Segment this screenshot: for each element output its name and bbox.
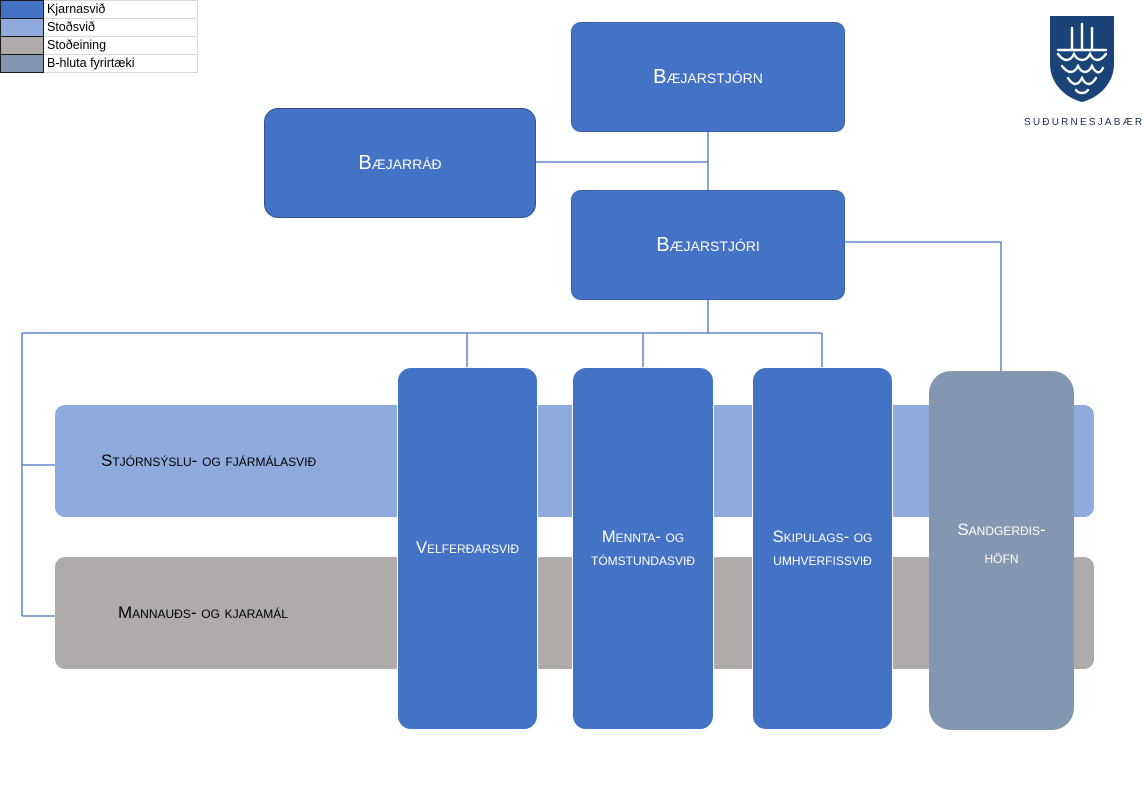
legend-row-support: Stoðsvið	[0, 18, 198, 37]
box-planning-label: Skipulags- og umhverfissvið	[772, 528, 873, 569]
legend-swatch-core	[0, 0, 44, 19]
legend-row-b-part: B-hluta fyrirtæki	[0, 54, 198, 73]
box-welfare: Velferðarsvið	[397, 367, 538, 730]
box-harbor: Sandgerðis-höfn	[929, 371, 1074, 730]
legend: Kjarnasvið Stoðsvið Stoðeining B-hluta f…	[0, 0, 198, 73]
band-admin-finance-label: Stjórnsýslu- og fjármálasvið	[101, 451, 317, 470]
box-board: Bæjarráð	[264, 108, 536, 218]
box-planning: Skipulags- og umhverfissvið	[752, 367, 893, 730]
box-education-label: Mennta- og tómstundasvið	[590, 528, 695, 569]
legend-swatch-support	[0, 18, 44, 37]
legend-label-b-part: B-hluta fyrirtæki	[43, 54, 198, 73]
box-mayor: Bæjarstjóri	[571, 190, 845, 300]
suðurnesjabær-crest-icon	[1050, 16, 1114, 102]
box-education: Mennta- og tómstundasvið	[572, 367, 714, 730]
legend-row-support-unit: Stoðeining	[0, 36, 198, 55]
box-welfare-label: Velferðarsvið	[415, 539, 520, 558]
logo: SUÐURNESJABÆR	[1020, 14, 1144, 128]
box-harbor-label: Sandgerðis-höfn	[957, 520, 1046, 567]
logo-wordmark: SUÐURNESJABÆR	[1024, 117, 1144, 128]
band-hr-label: Mannauðs- og kjaramál	[118, 603, 288, 622]
box-council: Bæjarstjórn	[571, 22, 845, 132]
